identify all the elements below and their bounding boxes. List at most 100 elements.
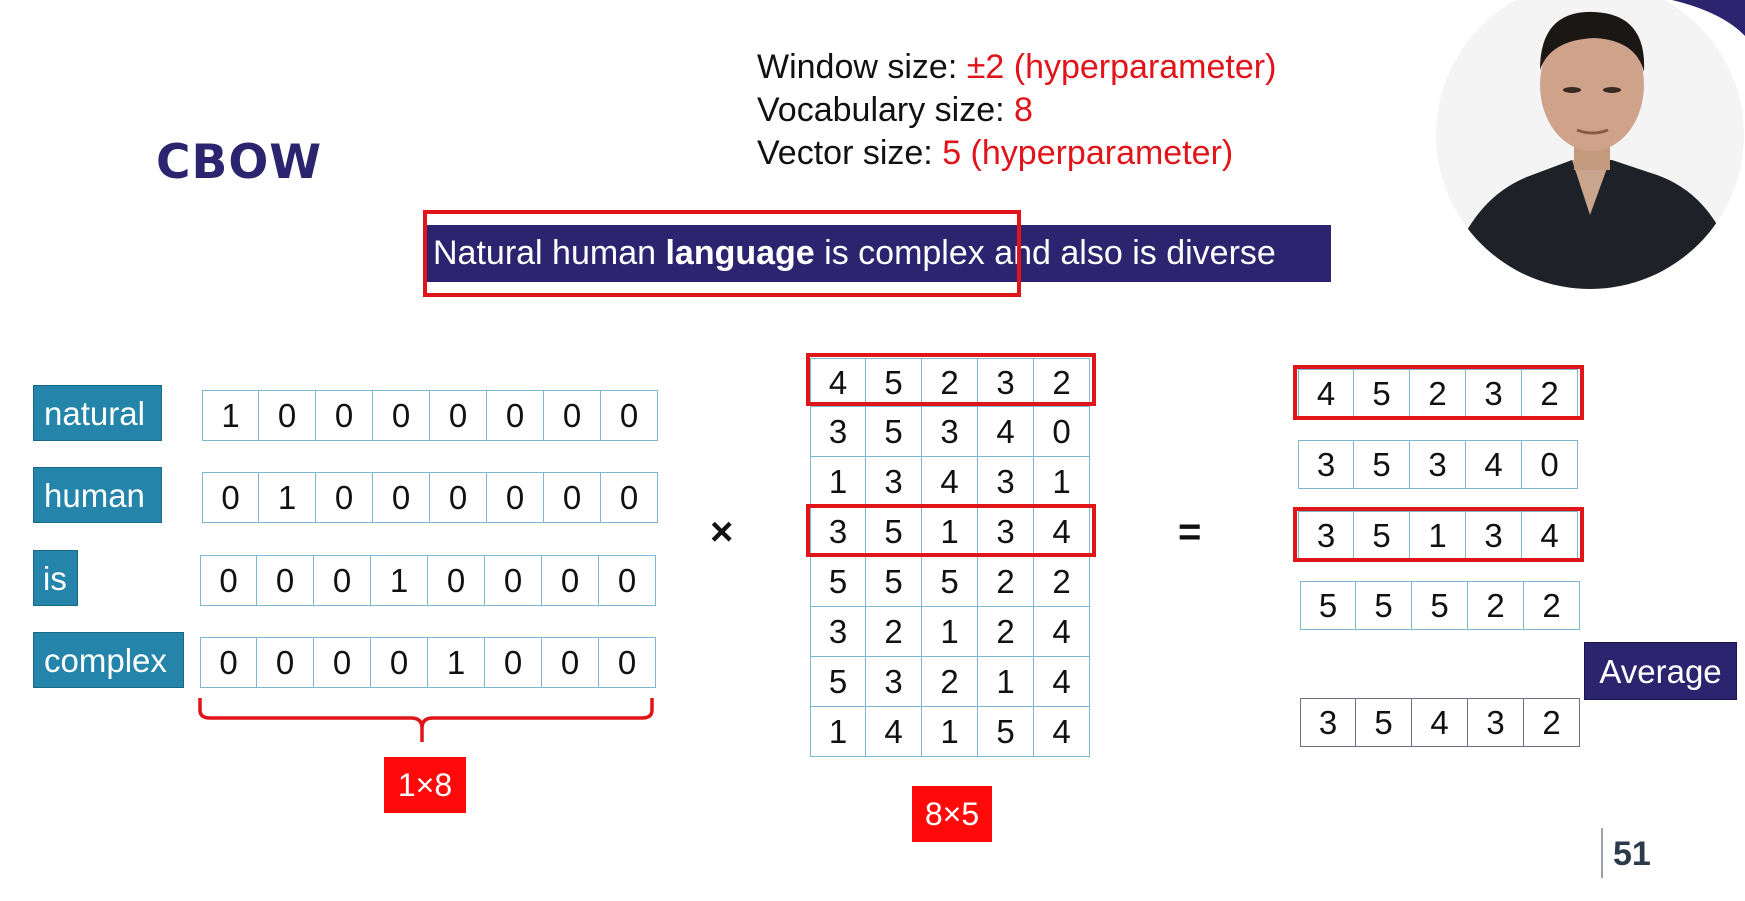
average-cell: 3 xyxy=(1468,698,1524,747)
target-word: language xyxy=(665,234,815,272)
embedding-matrix: 4 5 2 3 2 3 5 3 4 0 1 3 4 3 1 3 5 1 3 4 … xyxy=(810,358,1090,757)
matrix-cell: 2 xyxy=(922,657,978,707)
param-window-size: Window size: ±2 (hyperparameter) xyxy=(757,48,1277,86)
matrix-cell: 5 xyxy=(922,557,978,607)
matrix-row: 1 4 1 5 4 xyxy=(810,707,1090,757)
result-cell: 5 xyxy=(1354,440,1410,489)
matrix-cell: 3 xyxy=(866,657,922,707)
matrix-row-highlight xyxy=(806,353,1096,406)
matrix-cell: 3 xyxy=(978,358,1034,407)
matrix-cell: 5 xyxy=(978,707,1034,757)
one-hot-vector-complex: 0 0 0 0 1 0 0 0 xyxy=(200,637,656,688)
one-hot-cell: 0 xyxy=(428,555,485,606)
one-hot-cell: 0 xyxy=(314,637,371,688)
one-hot-cell: 0 xyxy=(487,472,544,523)
word-label-is: is xyxy=(33,550,78,606)
one-hot-cell: 0 xyxy=(485,555,542,606)
one-hot-cell: 0 xyxy=(544,390,601,441)
presenter-webcam xyxy=(1422,0,1745,300)
matrix-cell: 1 xyxy=(810,707,866,757)
matrix-cell: 2 xyxy=(1034,557,1090,607)
matrix-row: 4 5 2 3 2 xyxy=(810,358,1090,407)
one-hot-cell: 0 xyxy=(542,555,599,606)
one-hot-cell: 0 xyxy=(202,472,259,523)
matrix-cell: 4 xyxy=(810,358,866,407)
matrix-cell: 4 xyxy=(866,707,922,757)
context-window-highlight xyxy=(423,210,1021,297)
page-divider xyxy=(1601,828,1603,878)
one-hot-cell: 0 xyxy=(314,555,371,606)
result-vector: 3 5 3 4 0 xyxy=(1298,440,1578,489)
result-cell: 4 xyxy=(1466,440,1522,489)
matrix-cell: 3 xyxy=(866,457,922,507)
matrix-cell: 1 xyxy=(978,657,1034,707)
matrix-cell: 3 xyxy=(810,607,866,657)
one-hot-cell: 0 xyxy=(200,637,257,688)
matrix-row: 3 2 1 2 4 xyxy=(810,607,1090,657)
example-sentence: Natural human language is complex and al… xyxy=(424,225,1331,282)
matrix-cell: 4 xyxy=(1034,657,1090,707)
param-vector-size: Vector size: 5 (hyperparameter) xyxy=(757,134,1234,172)
matrix-cell: 3 xyxy=(978,457,1034,507)
result-cell: 3 xyxy=(1298,440,1354,489)
matrix-cell: 2 xyxy=(978,607,1034,657)
result-cell: 5 xyxy=(1412,581,1468,630)
matrix-row: 5 5 5 2 2 xyxy=(810,557,1090,607)
matrix-cell: 4 xyxy=(1034,607,1090,657)
one-hot-cell: 0 xyxy=(487,390,544,441)
one-hot-vector-human: 0 1 0 0 0 0 0 0 xyxy=(202,472,658,523)
presenter-avatar-icon xyxy=(1436,0,1745,289)
one-hot-cell: 0 xyxy=(430,472,487,523)
matrix-dimension-badge: 8×5 xyxy=(912,786,992,842)
page-number: 51 xyxy=(1613,835,1651,873)
one-hot-cell: 0 xyxy=(542,637,599,688)
matrix-cell: 3 xyxy=(810,407,866,457)
result-cell: 3 xyxy=(1410,440,1466,489)
one-hot-cell: 0 xyxy=(599,637,656,688)
matrix-cell: 0 xyxy=(1034,407,1090,457)
one-hot-cell: 0 xyxy=(200,555,257,606)
one-hot-cell: 0 xyxy=(485,637,542,688)
matrix-row-highlight xyxy=(806,504,1096,557)
parameters-list: Window size: ±2 (hyperparameter) Vocabul… xyxy=(757,46,1276,175)
result-vector: 4 5 2 3 2 xyxy=(1298,369,1578,418)
one-hot-cell: 0 xyxy=(316,472,373,523)
one-hot-vector-is: 0 0 0 1 0 0 0 0 xyxy=(200,555,656,606)
matrix-row: 3 5 3 4 0 xyxy=(810,407,1090,457)
matrix-cell: 2 xyxy=(1034,358,1090,407)
result-highlight xyxy=(1293,507,1584,562)
matrix-cell: 4 xyxy=(1034,707,1090,757)
matrix-cell: 4 xyxy=(922,457,978,507)
one-hot-vector-natural: 1 0 0 0 0 0 0 0 xyxy=(202,390,658,441)
one-hot-cell: 1 xyxy=(428,637,485,688)
matrix-row: 5 3 2 1 4 xyxy=(810,657,1090,707)
matrix-cell: 1 xyxy=(922,707,978,757)
matrix-cell: 2 xyxy=(978,557,1034,607)
result-cell: 5 xyxy=(1356,581,1412,630)
matrix-cell: 5 xyxy=(866,557,922,607)
matrix-cell: 1 xyxy=(1034,457,1090,507)
average-cell: 2 xyxy=(1524,698,1580,747)
result-cell: 2 xyxy=(1524,581,1580,630)
matrix-cell: 5 xyxy=(810,657,866,707)
one-hot-cell: 0 xyxy=(601,472,658,523)
param-vocabulary-size: Vocabulary size: 8 xyxy=(757,91,1033,129)
one-hot-cell: 0 xyxy=(373,390,430,441)
one-hot-cell: 0 xyxy=(601,390,658,441)
matrix-cell: 2 xyxy=(922,358,978,407)
matrix-cell: 4 xyxy=(978,407,1034,457)
one-hot-cell: 0 xyxy=(430,390,487,441)
one-hot-cell: 0 xyxy=(316,390,373,441)
word-label-human: human xyxy=(33,467,162,523)
one-hot-cell: 0 xyxy=(257,637,314,688)
average-vector: 3 5 4 3 2 xyxy=(1300,698,1580,747)
average-cell: 4 xyxy=(1412,698,1468,747)
matrix-cell: 5 xyxy=(810,557,866,607)
one-hot-cell: 0 xyxy=(259,390,316,441)
one-hot-dimension-badge: 1×8 xyxy=(384,757,466,813)
matrix-cell: 5 xyxy=(866,358,922,407)
one-hot-cell: 1 xyxy=(259,472,316,523)
result-vector: 5 5 5 2 2 xyxy=(1300,581,1580,630)
result-vector: 3 5 1 3 4 xyxy=(1298,511,1578,560)
word-label-complex: complex xyxy=(33,632,184,688)
